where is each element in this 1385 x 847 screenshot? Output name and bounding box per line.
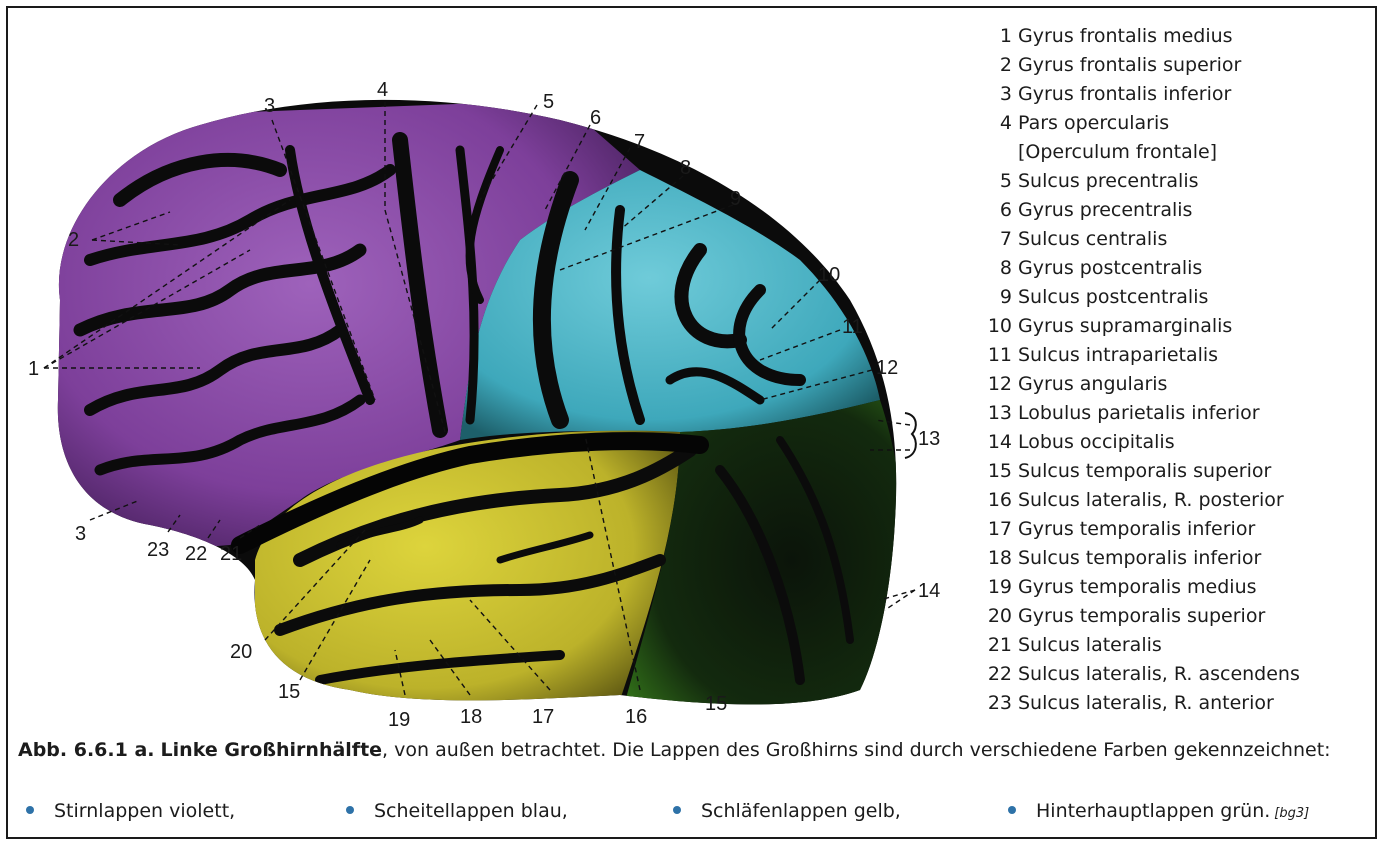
legend-item: 6Gyrus precentralis (985, 196, 1375, 225)
figure-label: 9 (730, 188, 741, 210)
legend-item: 11Sulcus intraparietalis (985, 341, 1375, 370)
legend-item: 23Sulcus lateralis, R. anterior (985, 689, 1375, 718)
lobe-color-list: Stirnlappen violett, Scheitellappen blau… (18, 800, 1368, 830)
legend-item: 13Lobulus parietalis inferior (985, 399, 1375, 428)
figure-label: 16 (625, 706, 647, 728)
lobe-item-temporal: Schläfenlappen gelb, (673, 800, 901, 822)
legend-item: 10Gyrus supramarginalis (985, 312, 1375, 341)
legend-item: 21Sulcus lateralis (985, 631, 1375, 660)
bullet-icon (1008, 806, 1016, 814)
figure-label: 2 (68, 229, 79, 251)
legend-item: 16Sulcus lateralis, R. posterior (985, 486, 1375, 515)
lobe-item-frontal: Stirnlappen violett, (26, 800, 235, 822)
bullet-icon (346, 806, 354, 814)
legend-list: 1Gyrus frontalis medius 2Gyrus frontalis… (985, 22, 1375, 718)
figure-label: 14 (918, 580, 940, 602)
legend-item: 8Gyrus postcentralis (985, 254, 1375, 283)
caption-label: Abb. 6.6.1 a. (18, 739, 155, 761)
figure-label: 8 (680, 157, 691, 179)
figure-label: 21 (220, 543, 242, 565)
figure-caption: Abb. 6.6.1 a. Linke Großhirnhälfte, von … (18, 737, 1368, 764)
figure-label: 13 (918, 428, 940, 450)
figure-label: 1 (28, 358, 39, 380)
lobe-item-parietal: Scheitellappen blau, (346, 800, 568, 822)
figure-label: 3 (264, 95, 275, 117)
legend-item: 2Gyrus frontalis superior (985, 51, 1375, 80)
figure-label: 6 (590, 107, 601, 129)
legend-item: 18Sulcus temporalis inferior (985, 544, 1375, 573)
source-tag: [bg3] (1274, 806, 1309, 821)
brace-13 (905, 413, 916, 458)
legend-item: 1Gyrus frontalis medius (985, 22, 1375, 51)
legend-item: 15Sulcus temporalis superior (985, 457, 1375, 486)
legend-item: 19Gyrus temporalis medius (985, 573, 1375, 602)
figure-label: 11 (842, 316, 863, 338)
figure-label: 10 (818, 264, 840, 286)
legend-item: 9Sulcus postcentralis (985, 283, 1375, 312)
figure-label: 4 (377, 79, 388, 101)
figure-label: 12 (876, 357, 898, 379)
figure-label: 15 (278, 681, 300, 703)
legend-item: 22Sulcus lateralis, R. ascendens (985, 660, 1375, 689)
legend-item: 14Lobus occipitalis (985, 428, 1375, 457)
figure-label: 15 (705, 693, 727, 715)
figure-label: 3 (75, 523, 86, 545)
bullet-icon (26, 806, 34, 814)
bullet-icon (673, 806, 681, 814)
legend-item: 7Sulcus centralis (985, 225, 1375, 254)
legend-item: 20Gyrus temporalis superior (985, 602, 1375, 631)
figure-label: 22 (185, 543, 207, 565)
figure-label: 23 (147, 539, 169, 561)
legend-item: 3Gyrus frontalis inferior (985, 80, 1375, 109)
figure-label: 20 (230, 641, 252, 663)
caption-text: , von außen betrachtet. Die Lappen des G… (382, 739, 1331, 761)
legend-item: 5Sulcus precentralis (985, 167, 1375, 196)
legend-item: [Operculum frontale] (985, 138, 1375, 167)
figure-label: 5 (543, 91, 554, 113)
figure-label: 7 (634, 131, 645, 153)
figure-label: 18 (460, 706, 482, 728)
caption-title: Linke Großhirnhälfte (161, 739, 383, 761)
legend-item: 12Gyrus angularis (985, 370, 1375, 399)
lobe-item-occipital: Hinterhauptlappen grün.[bg3] (1008, 800, 1309, 822)
legend-item: 17Gyrus temporalis inferior (985, 515, 1375, 544)
legend-item: 4Pars opercularis (985, 109, 1375, 138)
figure-label: 19 (388, 709, 410, 731)
figure-label: 17 (532, 706, 554, 728)
